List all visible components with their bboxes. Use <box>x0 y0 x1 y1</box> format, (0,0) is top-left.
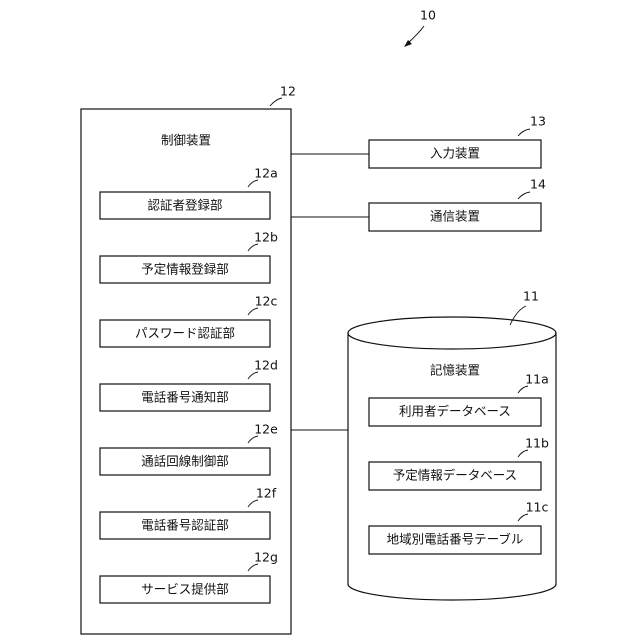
communication-device-ref: 14 <box>530 177 546 192</box>
storage-device-top <box>348 317 556 349</box>
unit-ref: 12d <box>254 358 278 373</box>
unit-label: 電話番号認証部 <box>141 518 229 533</box>
input-device: 入力装置 13 <box>369 114 546 169</box>
control-device-title: 制御装置 <box>161 133 211 148</box>
table-ref: 11a <box>525 372 549 387</box>
unit-label: サービス提供部 <box>141 582 229 597</box>
unit-label: 予定情報登録部 <box>141 262 229 277</box>
table-label: 地域別電話番号テーブル <box>387 532 524 547</box>
table-label: 予定情報データベース <box>393 468 517 483</box>
table-ref: 11c <box>526 500 549 515</box>
unit-ref: 12f <box>256 486 277 501</box>
unit-label: 認証者登録部 <box>147 198 222 213</box>
communication-device: 通信装置 14 <box>369 177 546 232</box>
storage-device-title: 記憶装置 <box>430 363 480 378</box>
input-device-leader <box>518 129 530 136</box>
communication-device-leader <box>518 192 530 199</box>
unit-ref: 12e <box>254 422 278 437</box>
unit-label: 電話番号通知部 <box>141 390 229 405</box>
unit-label: パスワード認証部 <box>135 326 235 341</box>
communication-device-label: 通信装置 <box>430 209 480 224</box>
table-ref: 11b <box>525 436 549 451</box>
control-device-leader <box>270 98 282 106</box>
unit-label: 通話回線制御部 <box>141 454 229 469</box>
control-device-ref: 12 <box>280 84 296 99</box>
figure-ref: 10 <box>420 8 436 23</box>
unit-ref: 12c <box>255 294 278 309</box>
figure-arrow <box>408 26 424 43</box>
unit-ref: 12g <box>254 550 278 565</box>
input-device-label: 入力装置 <box>430 146 480 161</box>
storage-device-ref: 11 <box>523 289 539 304</box>
table-label: 利用者データベース <box>399 404 511 419</box>
unit-ref: 12b <box>254 230 278 245</box>
unit-ref: 12a <box>254 166 278 181</box>
input-device-ref: 13 <box>530 114 546 129</box>
